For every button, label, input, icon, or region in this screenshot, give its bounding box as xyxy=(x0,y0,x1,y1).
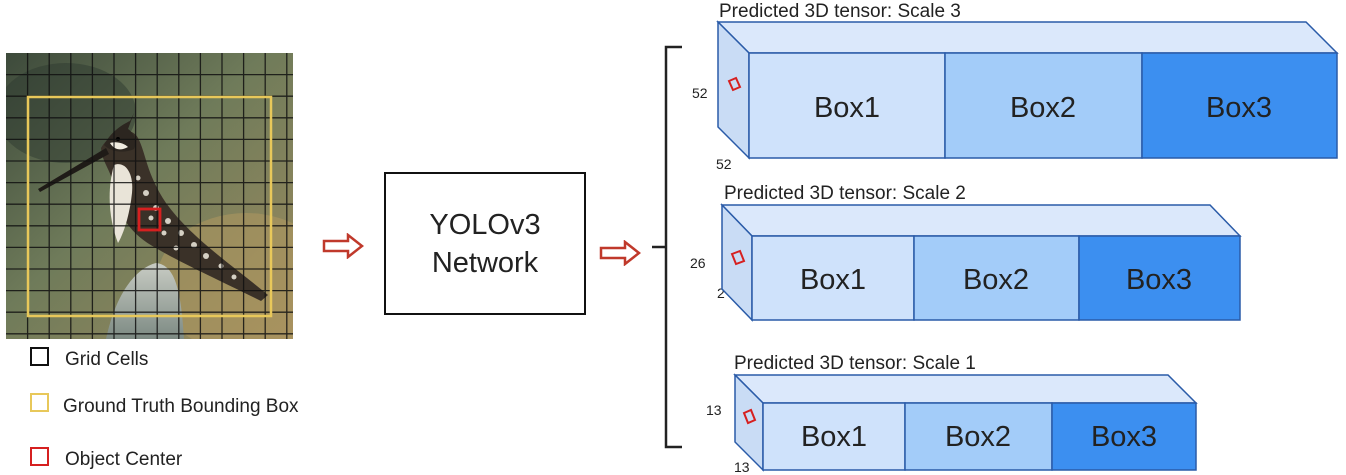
tensor-scale1-box3: Box3 xyxy=(1091,421,1157,453)
tensor-scale3-box2: Box2 xyxy=(1010,92,1076,124)
grid-overlay xyxy=(6,53,293,339)
yolov3-network-box: YOLOv3 Network xyxy=(384,172,586,315)
tensor-scale2: Box1 Box2 Box3 xyxy=(720,203,1242,322)
ground-truth-swatch xyxy=(30,393,49,412)
tensor-scale2-title: Predicted 3D tensor: Scale 2 xyxy=(724,183,966,204)
tensor-scale1-width-label: 13 xyxy=(734,459,750,475)
ground-truth-label: Ground Truth Bounding Box xyxy=(63,396,299,417)
tensor-scale1: Box1 Box2 Box3 xyxy=(733,373,1198,472)
output-bracket xyxy=(652,45,682,449)
tensor-scale1-center-marker xyxy=(742,408,757,425)
ground-truth-bounding-box xyxy=(26,95,273,318)
tensor-scale3-center-marker xyxy=(727,76,742,92)
network-title-line2: Network xyxy=(431,246,539,279)
tensor-scale2-box1: Box1 xyxy=(800,264,866,296)
tensor-scale2-width-label: 2 xyxy=(717,285,725,301)
object-center-label: Object Center xyxy=(65,449,183,470)
tensor-scale1-title: Predicted 3D tensor: Scale 1 xyxy=(734,353,976,374)
object-center-cell xyxy=(137,207,162,232)
tensor-scale3-box1: Box1 xyxy=(814,92,880,124)
tensor-scale2-box3: Box3 xyxy=(1126,264,1192,296)
tensor-scale1-box2: Box2 xyxy=(945,421,1011,453)
network-title-line1: YOLOv3 xyxy=(429,208,541,241)
grid-cells-label: Grid Cells xyxy=(65,349,149,370)
tensor-scale2-height-label: 26 xyxy=(690,255,706,271)
tensor-scale3: Box1 Box2 Box3 xyxy=(716,20,1339,160)
tensor-scale2-box2: Box2 xyxy=(963,264,1029,296)
tensor-scale3-box3: Box3 xyxy=(1206,92,1272,124)
grid-cells-swatch xyxy=(30,347,49,366)
arrow-icon-output xyxy=(599,240,641,266)
tensor-scale1-height-label: 13 xyxy=(706,402,722,418)
tensor-scale3-title: Predicted 3D tensor: Scale 3 xyxy=(719,1,961,22)
tensor-scale3-height-label: 52 xyxy=(692,85,708,101)
bird-image-panel xyxy=(6,53,293,339)
bird-image xyxy=(6,53,293,339)
tensor-scale1-box1: Box1 xyxy=(801,421,867,453)
object-center-swatch xyxy=(30,447,49,466)
arrow-icon-input xyxy=(322,233,364,259)
tensor-scale2-center-marker xyxy=(730,249,746,266)
tensor-scale3-width-label: 52 xyxy=(716,156,732,172)
